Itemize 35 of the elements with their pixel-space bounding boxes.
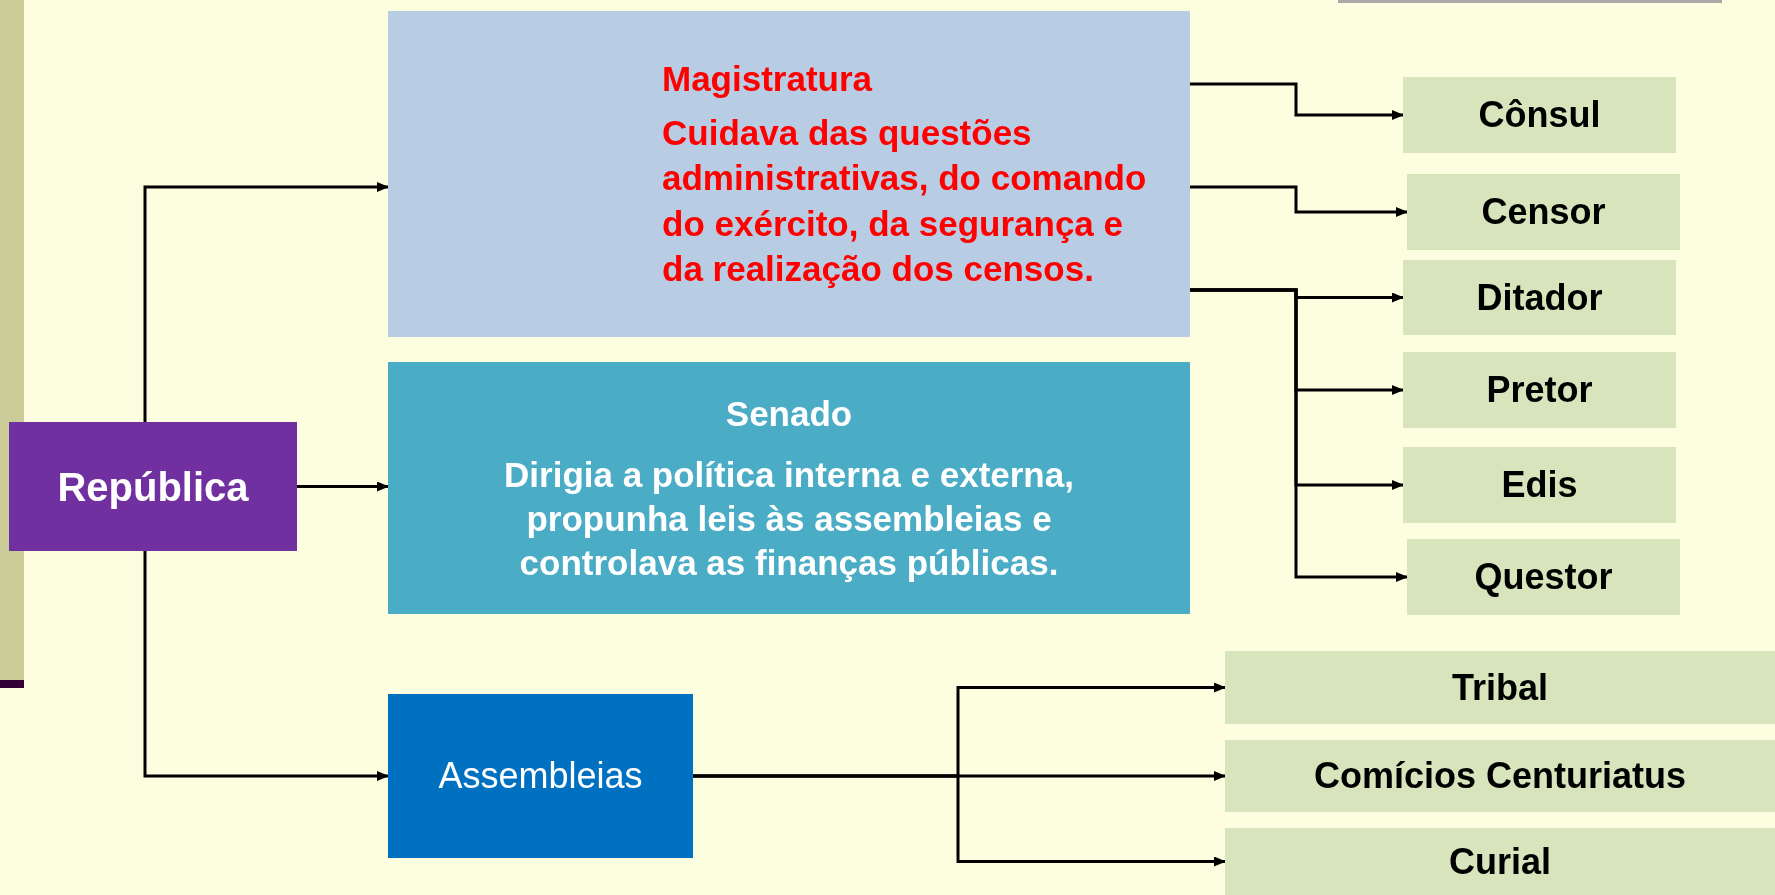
- process-box: [1403, 77, 1676, 153]
- process-box: [1403, 352, 1676, 428]
- arrow: [297, 481, 389, 492]
- process-box: [388, 362, 1190, 614]
- box-label: Tribal: [1452, 665, 1548, 710]
- arrow: [1190, 82, 1404, 120]
- box-label: Curial: [1449, 839, 1551, 884]
- box-label: Comícios Centuriatus: [1313, 754, 1687, 798]
- process-box: [1225, 828, 1775, 895]
- box-label: Ditador: [1476, 275, 1603, 320]
- process-box: [1225, 651, 1775, 724]
- box-label: Cônsul: [1478, 93, 1601, 137]
- arrow: [143, 182, 389, 422]
- process-box: [1403, 260, 1676, 335]
- process-box: [9, 422, 297, 551]
- process-box: [388, 11, 1190, 337]
- process-box: [388, 694, 693, 858]
- box-description: Cuidava das questões administrativas, do comando do exército, da segurança e da realização dos censos.: [662, 111, 1148, 291]
- box-label: Censor: [1481, 190, 1606, 234]
- box-description: Dirigia a política interna e externa, propunha leis às assembleias e controlava as finanças públicas.: [503, 454, 1075, 584]
- box-label: Questor: [1474, 555, 1613, 599]
- box-label: Assembleias: [438, 754, 643, 798]
- arrow: [143, 551, 389, 781]
- arrow: [1190, 288, 1408, 582]
- box-heading: Magistratura: [662, 58, 873, 101]
- process-box: [1403, 447, 1676, 523]
- process-box: [1225, 740, 1775, 812]
- box-label: Pretor: [1486, 368, 1593, 412]
- arrow: [693, 774, 1226, 867]
- box-label: República: [57, 463, 249, 511]
- process-box: [1407, 174, 1680, 250]
- arrow: [1190, 185, 1408, 217]
- box-label: Edis: [1501, 463, 1578, 507]
- process-box: [1407, 539, 1680, 615]
- box-heading: Senado: [725, 392, 853, 435]
